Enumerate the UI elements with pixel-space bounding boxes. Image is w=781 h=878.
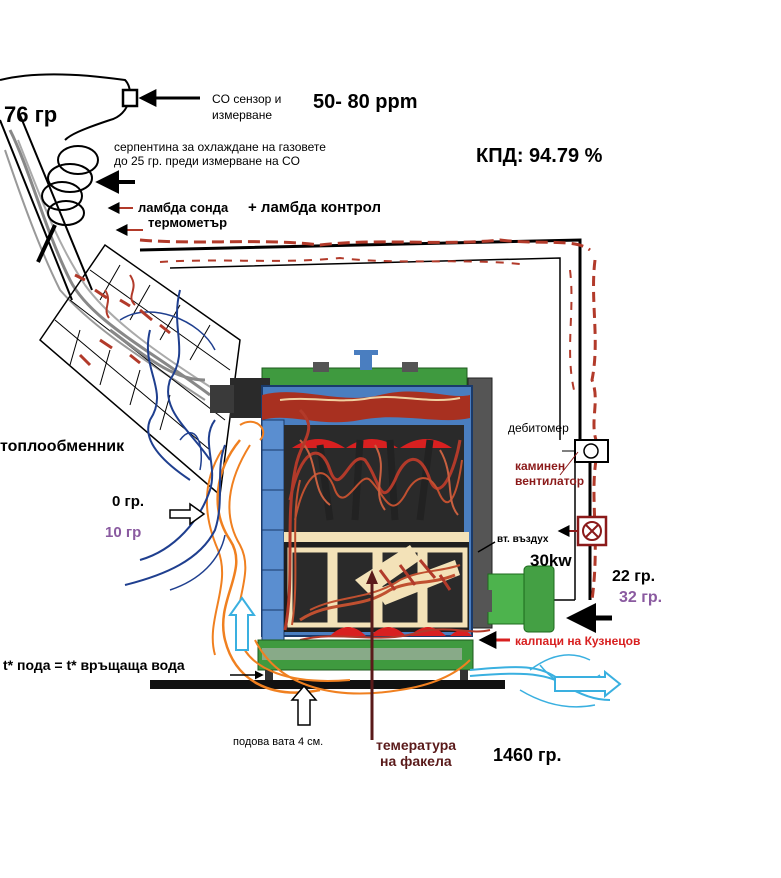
co-sensor-icon xyxy=(121,88,139,108)
flue-pipe xyxy=(0,114,216,401)
fan-icon xyxy=(576,515,608,547)
temp-top-label: 76 гр xyxy=(4,102,57,127)
coil-label-1: серпентина за охлаждане на газовете xyxy=(114,140,326,154)
temp-22-label: 22 гр. xyxy=(612,568,655,585)
floor xyxy=(150,680,505,689)
lambda-control-label: + ламбда контрол xyxy=(248,199,381,216)
kuznetsov-caps-label: калпаци на Кузнецов xyxy=(515,634,640,648)
arrow-icon xyxy=(290,684,318,726)
flow-meter-label: дебитомер xyxy=(508,421,569,435)
co-sensor-label-2: измерване xyxy=(212,108,272,122)
temp-in-0-label: 0 гр. xyxy=(112,493,144,510)
co-sensor-label-1: CO сензор и xyxy=(212,92,281,106)
flame-temp-label-1: темература xyxy=(376,737,456,753)
thermometer-label: термометър xyxy=(148,215,227,230)
ppm-label: 50- 80 ppm xyxy=(313,91,417,113)
floor-insulation-label: подова вата 4 см. xyxy=(233,736,323,748)
efficiency-label: КПД: 94.79 % xyxy=(476,145,603,167)
floor-eq-label: t* пода = t* връщаща вода xyxy=(3,657,185,673)
coil-label-2: до 25 гр. преди измерване на CO xyxy=(114,154,300,168)
return-water-flow xyxy=(469,654,622,708)
secondary-air-label: вт. въздух xyxy=(497,534,549,545)
temp-1460-label: 1460 гр. xyxy=(493,745,562,765)
boiler-body xyxy=(210,350,493,684)
temp-in-10-label: 10 гр xyxy=(105,524,141,541)
flow-meter-icon xyxy=(574,439,609,463)
flame-temp-label-2: на факела xyxy=(380,753,452,769)
fan-label-2: вентилатор xyxy=(515,474,584,488)
fan-label-1: каминен xyxy=(515,459,565,473)
power-label: 30kw xyxy=(530,551,572,570)
burner xyxy=(480,565,555,633)
heat-exchanger-label: топлообменник xyxy=(0,438,125,455)
flue-return-duct xyxy=(139,238,598,601)
arrow-icon xyxy=(228,596,256,651)
temp-32-label: 32 гр. xyxy=(619,589,662,606)
heat-exchanger xyxy=(39,243,241,497)
arrow-icon xyxy=(169,502,206,526)
lambda-probe-label: ламбда сонда xyxy=(138,200,229,215)
cold-air-flow xyxy=(124,419,226,591)
warm-air-flow xyxy=(205,420,471,695)
